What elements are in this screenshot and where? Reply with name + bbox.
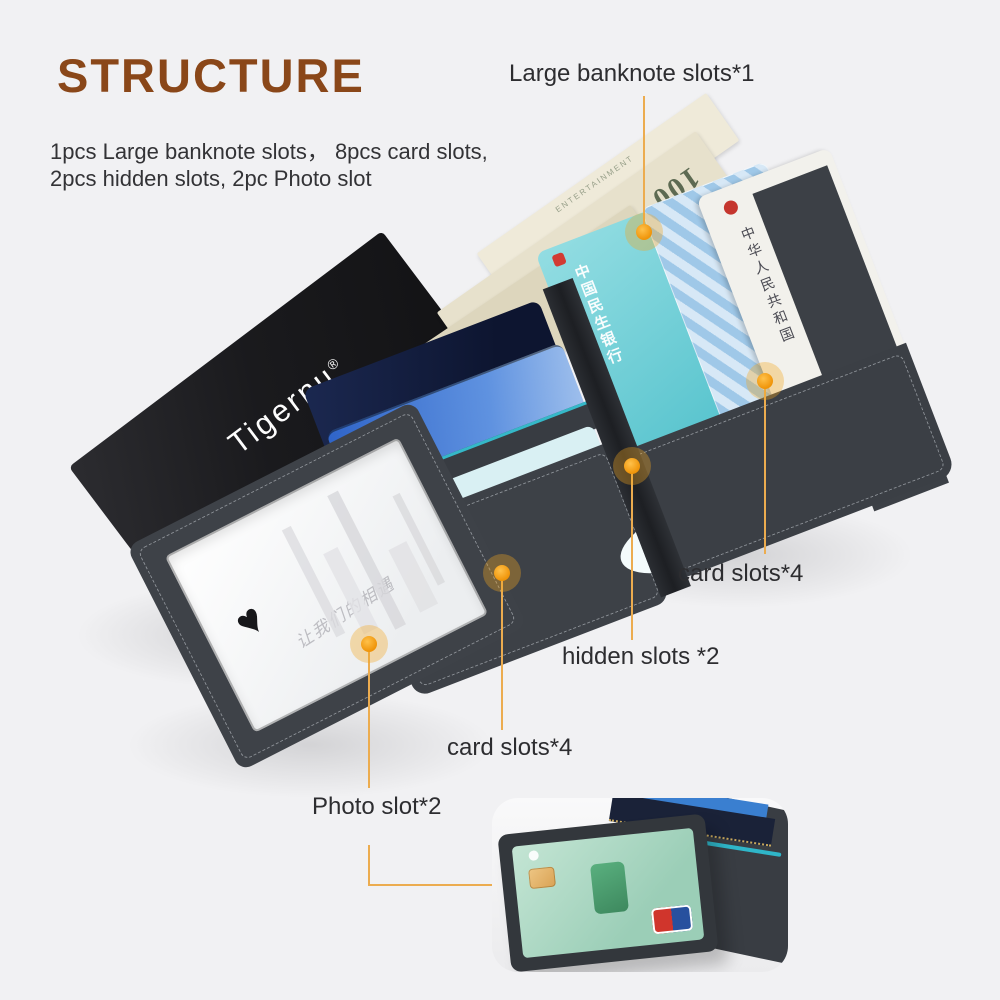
page-title: STRUCTURE (57, 49, 365, 102)
product-description: 1pcs Large banknote slots， 8pcs card slo… (50, 138, 488, 192)
callout-elbow-photo-slot (368, 845, 370, 886)
inset-green-card (511, 827, 705, 959)
marker-dot-photo-slot (350, 625, 388, 663)
card-chip-icon (528, 866, 557, 890)
heart-logo-icon: ♥ (225, 594, 275, 647)
callout-label-card-slots-right: card slots*4 (678, 560, 804, 587)
callout-elbow-photo-slot (368, 884, 492, 886)
marker-dot-hidden-slots (613, 447, 651, 485)
description-line-2: 2pcs hidden slots, 2pc Photo slot (50, 166, 372, 191)
callout-label-card-slots-bottom: card slots*4 (447, 734, 573, 761)
bank-logo-icon (551, 251, 567, 268)
marker-dot-card-slots-right (746, 362, 784, 400)
callout-line-hidden-slots (631, 470, 633, 640)
inset-photo (492, 798, 788, 972)
unionpay-logo-icon (650, 904, 694, 935)
marker-dot-banknote (625, 213, 663, 251)
emblem-icon (721, 198, 740, 217)
callout-line-card-slots-bottom (501, 580, 503, 730)
hologram-icon (589, 861, 629, 915)
bank-logo-icon (528, 850, 540, 862)
callout-label-banknote: Large banknote slots*1 (509, 60, 755, 87)
callout-label-photo-slot: Photo slot*2 (312, 793, 442, 820)
marker-dot-card-slots-bottom (483, 554, 521, 592)
callout-line-photo-slot (368, 652, 370, 788)
description-line-1: 1pcs Large banknote slots， 8pcs card slo… (50, 139, 488, 164)
callout-label-hidden-slots: hidden slots *2 (562, 643, 720, 670)
callout-line-card-slots-right (764, 388, 766, 554)
callout-line-banknote (643, 96, 645, 226)
inset-wallet-frame (497, 813, 719, 972)
